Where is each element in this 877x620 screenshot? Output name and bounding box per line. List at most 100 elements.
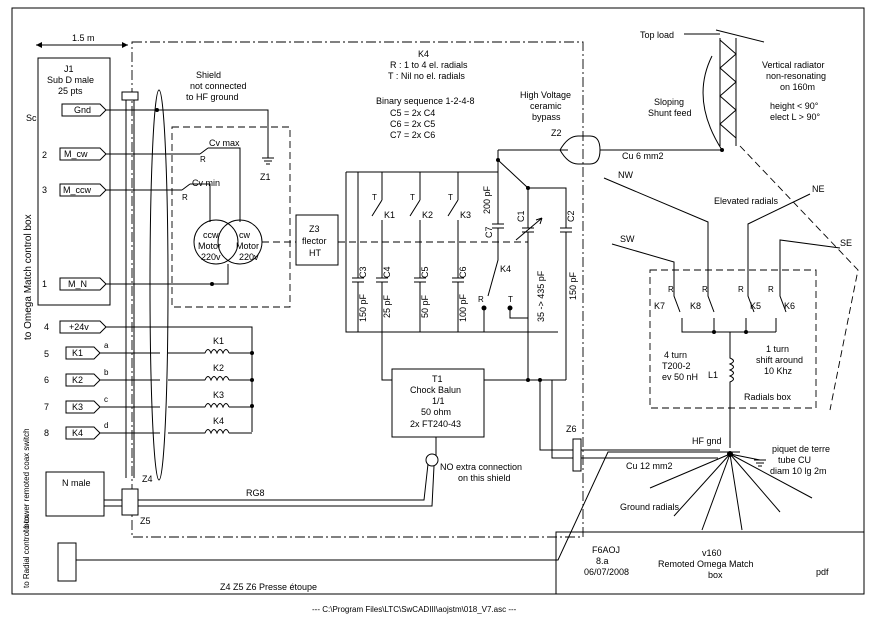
radials-box bbox=[649, 269, 817, 409]
c7-value: 200 pF bbox=[482, 185, 492, 214]
top-load bbox=[684, 29, 765, 43]
pin5-tag bbox=[65, 346, 101, 360]
t1-d: 50 ohm bbox=[421, 407, 451, 417]
rev: 8.a bbox=[596, 556, 609, 566]
vert-c: on 160m bbox=[780, 82, 815, 92]
line-a: a bbox=[104, 341, 109, 350]
dimension-label: 1.5 m bbox=[72, 33, 95, 43]
cu12-wire-b bbox=[551, 380, 718, 459]
coil-k3-label: K3 bbox=[213, 390, 224, 400]
motor-box bbox=[171, 126, 291, 308]
slope-a: Sloping bbox=[654, 97, 684, 107]
vert-d: height < 90° bbox=[770, 101, 819, 111]
pin8-tag bbox=[65, 426, 101, 440]
pin6-num: 6 bbox=[44, 375, 49, 385]
l1-coil bbox=[728, 332, 734, 448]
c6-value: 100 pF bbox=[458, 293, 468, 322]
pin8-num: 8 bbox=[44, 428, 49, 438]
j1-label: J1 bbox=[64, 64, 74, 74]
c1-label: C1 bbox=[516, 210, 526, 222]
pin7-tag bbox=[65, 400, 101, 414]
z5-gland bbox=[121, 488, 139, 516]
remote-box-outline bbox=[131, 41, 584, 538]
c5-label: C5 bbox=[420, 266, 430, 278]
presse-label: Z4 Z5 Z6 Presse étoupe bbox=[220, 582, 317, 592]
motor-cw-b: Motor bbox=[236, 241, 259, 251]
pin5-num: 5 bbox=[44, 349, 49, 359]
k4-r: R : 1 to 4 el. radials bbox=[390, 60, 468, 70]
motor-ccw bbox=[193, 219, 239, 265]
tower-dash-link bbox=[739, 145, 859, 411]
k4-t: T : Nil no el. radials bbox=[388, 71, 465, 81]
motor-cw-a: cw bbox=[239, 230, 251, 240]
l4turn-c: ev 50 nH bbox=[662, 372, 698, 382]
elevated-label: Elevated radials bbox=[714, 196, 779, 206]
bottom-bus bbox=[345, 172, 558, 333]
k1-c4 bbox=[371, 172, 388, 332]
k3-label: K3 bbox=[460, 210, 471, 220]
z6-gland bbox=[572, 438, 582, 472]
t1-b: Chock Balun bbox=[410, 385, 461, 395]
l4turn-b: T200-2 bbox=[662, 361, 691, 371]
z6-label: Z6 bbox=[566, 424, 577, 434]
z2-label: Z2 bbox=[551, 128, 562, 138]
k2-c5 bbox=[409, 172, 426, 332]
top-bus bbox=[346, 150, 499, 173]
cable-gland-top bbox=[121, 91, 139, 101]
radial-relays bbox=[673, 282, 787, 313]
z3-box bbox=[295, 214, 339, 266]
piquet-a: piquet de terre bbox=[772, 444, 830, 454]
r-label-2: R bbox=[182, 193, 188, 202]
gnd-wire bbox=[114, 109, 269, 158]
l1-label: L1 bbox=[708, 370, 718, 380]
coil-k4 bbox=[168, 429, 252, 435]
coax-shield-point bbox=[425, 453, 439, 467]
pin4-name: +24v bbox=[69, 322, 89, 332]
title-a: Remoted Omega Match bbox=[658, 559, 754, 569]
cable-shield-ellipse bbox=[149, 89, 169, 481]
line-b: b bbox=[104, 368, 109, 377]
line-d: d bbox=[104, 421, 108, 430]
pin1-wire bbox=[106, 264, 229, 285]
no-extra-b: on this shield bbox=[458, 473, 511, 483]
vert-b: non-resonating bbox=[766, 71, 826, 81]
pin3-wire bbox=[106, 183, 211, 222]
motor-cw-c: 220v bbox=[239, 252, 259, 262]
vert-a: Vertical radiator bbox=[762, 60, 825, 70]
c2-cap bbox=[528, 187, 572, 380]
pin3-num: 3 bbox=[42, 185, 47, 195]
shift-a: 1 turn bbox=[766, 344, 789, 354]
c3-label: C3 bbox=[358, 266, 368, 278]
k8-label: K8 bbox=[690, 301, 701, 311]
pin2-num: 2 bbox=[42, 150, 47, 160]
24v-wire bbox=[106, 326, 253, 432]
k1-label: K1 bbox=[384, 210, 395, 220]
c7-k4 bbox=[487, 160, 504, 297]
coil-k3 bbox=[168, 403, 252, 409]
footer-path: --- C:\Program Files\LTC\SwCADIII\aojstm… bbox=[312, 605, 517, 614]
pin4-num: 4 bbox=[44, 322, 49, 332]
c4-label: C4 bbox=[382, 266, 392, 278]
c6-label: C6 bbox=[458, 266, 468, 278]
piquet-b: tube CU bbox=[778, 455, 811, 465]
left-vertical-label: to Omega Match control box bbox=[23, 214, 34, 340]
pin1-num: 1 bbox=[42, 279, 47, 289]
no-extra-a: NO extra connection bbox=[440, 462, 522, 472]
z1-label: Z1 bbox=[260, 172, 271, 182]
pin7-name: K3 bbox=[72, 402, 83, 412]
date: 06/07/2008 bbox=[584, 567, 629, 577]
author: F6AOJ bbox=[592, 545, 620, 555]
coil-k1-label: K1 bbox=[213, 336, 224, 346]
t1-e: 2x FT240-43 bbox=[410, 419, 461, 429]
coax-to-n bbox=[104, 499, 122, 507]
cu12-label: Cu 12 mm2 bbox=[626, 461, 673, 471]
shield-label-2: not connected bbox=[190, 81, 247, 91]
k7-label: K7 bbox=[654, 301, 665, 311]
title-b: box bbox=[708, 570, 723, 580]
ground-radials bbox=[649, 453, 813, 531]
motor-ccw-c: 220v bbox=[201, 252, 221, 262]
k4-title: K4 bbox=[418, 49, 429, 59]
r-label-1: R bbox=[200, 155, 206, 164]
ground-radials-label: Ground radials bbox=[620, 502, 680, 512]
